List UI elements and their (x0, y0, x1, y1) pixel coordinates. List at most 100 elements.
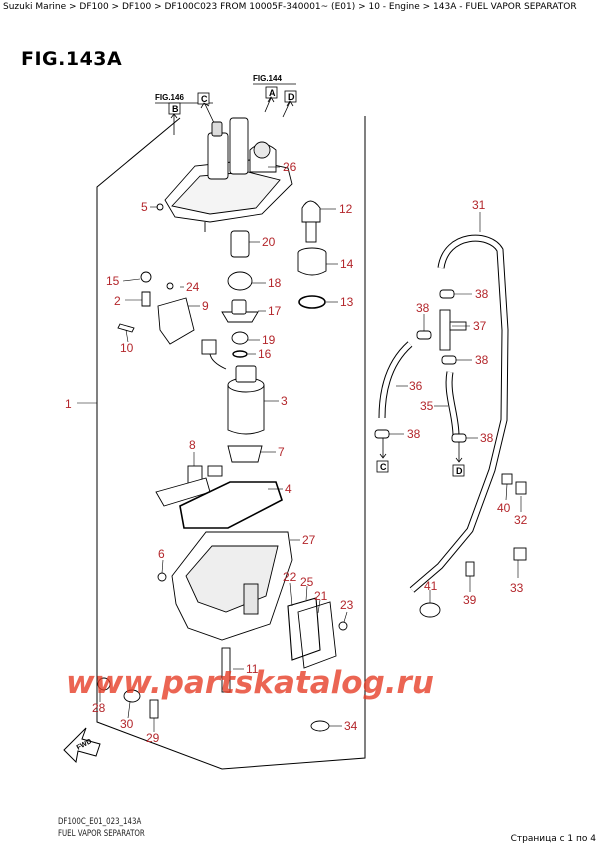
figure-name: FUEL VAPOR SEPARATOR (58, 829, 145, 839)
callout-30[interactable]: 30 (120, 717, 134, 731)
callout-5[interactable]: 5 (141, 200, 148, 214)
part-41-shape (419, 602, 441, 618)
part-20-shape (230, 230, 250, 258)
forward-arrow-icon: FWD (63, 727, 101, 764)
part-18-shape (227, 271, 253, 291)
clamp-38d (374, 429, 390, 439)
part-9-shape (157, 297, 195, 345)
connector-a-label: A (269, 88, 276, 98)
callout-16[interactable]: 16 (258, 347, 272, 361)
callout-7[interactable]: 7 (278, 445, 285, 459)
callout-32[interactable]: 32 (514, 513, 528, 527)
outlet-d-label: D (456, 466, 463, 476)
callout-40[interactable]: 40 (497, 501, 511, 515)
clamp-38b (416, 330, 432, 340)
callout-8[interactable]: 8 (189, 438, 196, 452)
part-6-shape (157, 572, 167, 582)
connector-d-label: D (288, 92, 295, 102)
callout-25[interactable]: 25 (300, 575, 314, 589)
hose-31 (409, 234, 509, 593)
part-40-shape (501, 473, 513, 485)
watermark-text: www.partskatalog.ru (66, 665, 434, 701)
part-34-shape (310, 720, 330, 732)
part-29-shape (149, 699, 159, 719)
callout-41[interactable]: 41 (424, 579, 438, 593)
callout-38-lower-left[interactable]: 38 (407, 427, 421, 441)
callout-9[interactable]: 9 (202, 299, 209, 313)
figure-title: FIG.143A (21, 48, 123, 70)
clamp-38a (439, 289, 455, 299)
callout-22[interactable]: 22 (283, 570, 297, 584)
callout-39[interactable]: 39 (463, 593, 477, 607)
part-23-shape (338, 621, 348, 631)
page-indicator: Страница с 1 по 4 (510, 834, 596, 844)
part-25-gasket (287, 597, 321, 661)
callout-15[interactable]: 15 (106, 274, 120, 288)
callout-17[interactable]: 17 (268, 304, 282, 318)
part-14-shape (297, 247, 327, 276)
ref-fig146[interactable]: FIG.146 (155, 93, 184, 102)
callout-1[interactable]: 1 (65, 397, 72, 411)
callout-21[interactable]: 21 (314, 589, 328, 603)
assembly-outline (96, 116, 366, 770)
callout-14[interactable]: 14 (340, 257, 354, 271)
connector-b-box (168, 102, 181, 115)
callout-24[interactable]: 24 (186, 280, 200, 294)
callout-34[interactable]: 34 (344, 719, 358, 733)
part-39-shape (465, 561, 475, 577)
callout-36[interactable]: 36 (409, 379, 423, 393)
part-19-shape (231, 331, 249, 345)
part-11-shape (221, 647, 231, 693)
part-7-shape (227, 445, 263, 463)
ref-fig144[interactable]: FIG.144 (253, 74, 282, 83)
part-33-shape (513, 547, 527, 561)
callout-29[interactable]: 29 (146, 731, 160, 745)
callout-18[interactable]: 18 (268, 276, 282, 290)
callout-12[interactable]: 12 (339, 202, 353, 216)
callout-31[interactable]: 31 (472, 198, 486, 212)
part-24-shape (166, 282, 174, 290)
callout-38-top[interactable]: 38 (475, 287, 489, 301)
callout-3[interactable]: 3 (281, 394, 288, 408)
outlet-d-box (452, 464, 465, 477)
callout-33[interactable]: 33 (510, 581, 524, 595)
callout-37[interactable]: 37 (473, 319, 487, 333)
callout-11[interactable]: 11 (246, 662, 259, 676)
part-4-gasket (179, 481, 283, 529)
callout-38-lower-right[interactable]: 38 (480, 431, 494, 445)
callout-38-mid[interactable]: 38 (475, 353, 489, 367)
part-10-shape (117, 323, 135, 333)
part-15-shape (140, 271, 152, 283)
part-2-shape (141, 291, 151, 307)
callout-10[interactable]: 10 (120, 341, 134, 355)
callout-2[interactable]: 2 (114, 294, 121, 308)
callout-28[interactable]: 28 (92, 701, 106, 715)
callout-20[interactable]: 20 (262, 235, 276, 249)
clamp-38e (451, 433, 467, 443)
vapor-separator-cover (164, 117, 293, 232)
clamp-38c (441, 355, 457, 365)
callout-38-left[interactable]: 38 (416, 301, 430, 315)
part-28-shape (97, 677, 111, 691)
part-30-shape (123, 689, 141, 703)
part-8-shape (155, 465, 223, 507)
callout-19[interactable]: 19 (262, 333, 276, 347)
callout-35[interactable]: 35 (420, 399, 434, 413)
callout-26[interactable]: 26 (283, 160, 297, 174)
connector-b-label: B (172, 104, 179, 114)
callout-4[interactable]: 4 (285, 482, 292, 496)
part-27-bowl (171, 531, 293, 641)
part-12-shape (301, 200, 321, 243)
outlet-c-label: C (380, 462, 387, 472)
figure-code: DF100C_E01_023_143A (58, 817, 142, 827)
callout-13[interactable]: 13 (340, 295, 354, 309)
breadcrumb[interactable]: Suzuki Marine > DF100 > DF100 > DF100C02… (3, 2, 577, 12)
part-37-tee (439, 309, 467, 351)
callout-23[interactable]: 23 (340, 598, 354, 612)
callout-27[interactable]: 27 (302, 533, 316, 547)
part-32-shape (515, 481, 527, 495)
outlet-c-box (376, 460, 389, 473)
part-13-shape (298, 295, 326, 309)
callout-6[interactable]: 6 (158, 547, 165, 561)
